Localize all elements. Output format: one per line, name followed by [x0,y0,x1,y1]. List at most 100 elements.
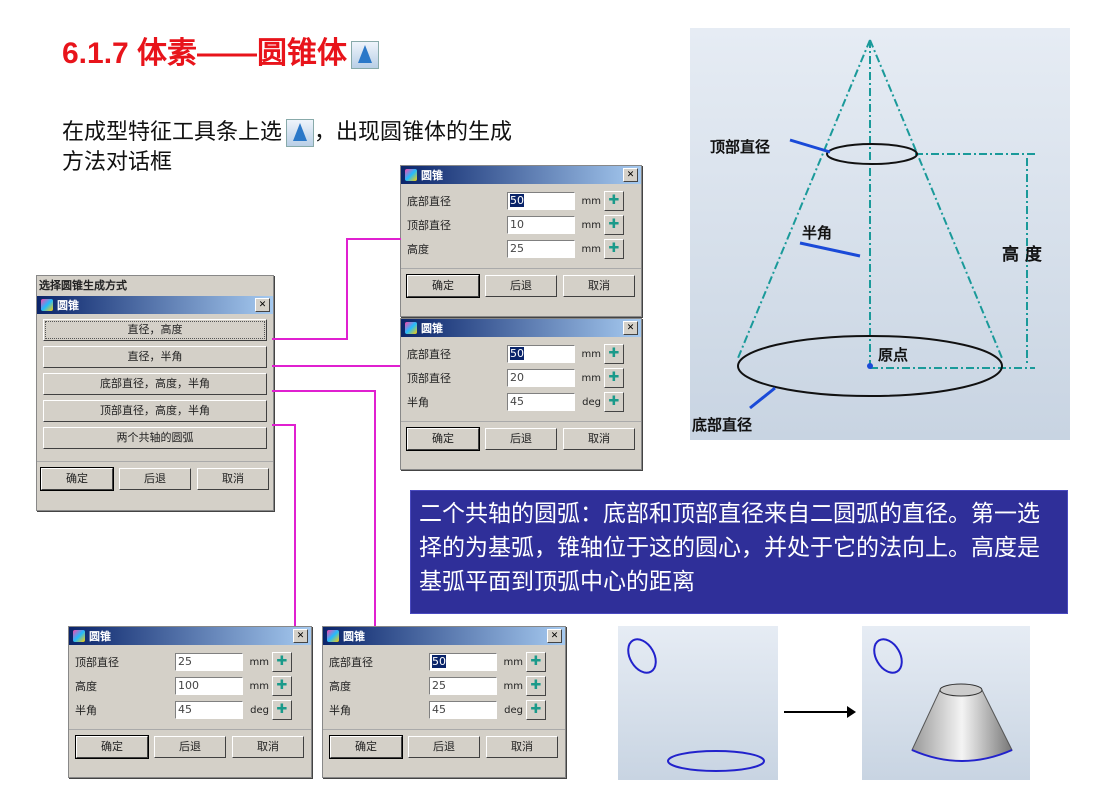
expression-icon[interactable]: ✚ [272,700,292,720]
slide-title: 6.1.7 体素——圆锥体 [62,28,380,72]
app-icon [405,322,417,334]
ok-button[interactable]: 确定 [329,735,403,759]
param-value: 25 [178,655,192,668]
intro-text: 在成型特征工具条上选，出现圆锥体的生成方法对话框 [62,118,532,178]
param-unit: mm [581,348,601,360]
param-unit: mm [503,680,523,692]
close-icon[interactable]: ✕ [293,629,308,643]
option-top-height-angle[interactable]: 顶部直径，高度，半角 [43,400,267,422]
param-value: 45 [178,703,192,716]
param-label: 半角 [75,704,97,717]
close-icon[interactable]: ✕ [623,321,638,335]
option-base-height-angle[interactable]: 底部直径，高度，半角 [43,373,267,395]
param-input[interactable]: 10 [507,216,575,234]
option-diameter-halfangle[interactable]: 直径，半角 [43,346,267,368]
expression-icon[interactable]: ✚ [604,239,624,259]
dialog-title: 圆锥 [57,299,79,312]
param-unit: mm [249,656,269,668]
ok-button[interactable]: 确定 [406,427,480,451]
dialog-title: 圆锥 [343,630,365,643]
param-row: 半角 45 deg✚ [69,699,311,721]
title-bar: 圆锥 ✕ [401,319,641,337]
close-icon[interactable]: ✕ [255,298,270,312]
app-icon [41,299,53,311]
expression-icon[interactable]: ✚ [604,392,624,412]
arrow-icon [784,706,856,718]
expression-icon[interactable]: ✚ [272,652,292,672]
app-icon [73,630,85,642]
back-button[interactable]: 后退 [485,275,557,297]
param-unit: mm [503,656,523,668]
param-input[interactable]: 50 [507,192,575,210]
param-value: 45 [510,395,524,408]
expression-icon[interactable]: ✚ [526,652,546,672]
expression-icon[interactable]: ✚ [604,344,624,364]
expression-icon[interactable]: ✚ [526,676,546,696]
param-input[interactable]: 25 [507,240,575,258]
dialog-title: 圆锥 [421,322,443,335]
connector [272,424,296,426]
title-bar: 圆锥 ✕ [37,296,273,314]
note-box: 二个共轴的圆弧：底部和顶部直径来自二圆弧的直径。第一选择的为基弧，锥轴位于这的圆… [410,490,1068,614]
method-dialog: 选择圆锥生成方式 圆锥✕ 直径，高度 直径，半角 底部直径，高度，半角 顶部直径… [36,275,274,511]
expression-icon[interactable]: ✚ [604,215,624,235]
expression-icon[interactable]: ✚ [604,368,624,388]
back-button[interactable]: 后退 [119,468,191,490]
param-input[interactable]: 25 [175,653,243,671]
app-icon [327,630,339,642]
connector [346,238,348,340]
param-input[interactable]: 45 [175,701,243,719]
connector [294,424,296,626]
cone-diagram: 顶部直径 半角 高 度 原点 底部直径 [690,28,1070,440]
ok-button[interactable]: 确定 [40,467,114,491]
cancel-button[interactable]: 取消 [563,428,635,450]
back-button[interactable]: 后退 [408,736,480,758]
param-value: 50 [432,655,446,668]
expression-icon[interactable]: ✚ [604,191,624,211]
param-unit: mm [249,680,269,692]
close-icon[interactable]: ✕ [623,168,638,182]
param-label: 半角 [407,396,429,409]
intro-before: 在成型特征工具条上选 [62,120,283,145]
cone-result-drawing [873,638,1013,762]
ok-button[interactable]: 确定 [75,735,149,759]
param-input[interactable]: 20 [507,369,575,387]
title-bar: 圆锥✕ [69,627,311,645]
expression-icon[interactable]: ✚ [526,700,546,720]
connector [272,338,348,340]
back-button[interactable]: 后退 [485,428,557,450]
cancel-button[interactable]: 取消 [197,468,269,490]
label-base-diameter: 底部直径 [692,416,753,434]
cone-icon [286,119,315,147]
ok-button[interactable]: 确定 [406,274,480,298]
param-input[interactable]: 25 [429,677,497,695]
cancel-button[interactable]: 取消 [563,275,635,297]
param-unit: deg [250,704,269,716]
intro-after: ，出现圆锥体的生成方法对话框 [62,120,513,175]
dialog-title: 圆锥 [421,169,443,182]
param-input[interactable]: 45 [429,701,497,719]
param-input[interactable]: 50 [429,653,497,671]
param-value: 20 [510,371,524,384]
close-icon[interactable]: ✕ [547,629,562,643]
param-input[interactable]: 100 [175,677,243,695]
param-row: 高度 100 mm✚ [69,675,311,697]
option-diameter-height[interactable]: 直径，高度 [43,319,267,341]
back-button[interactable]: 后退 [154,736,226,758]
cancel-button[interactable]: 取消 [486,736,558,758]
param-input[interactable]: 45 [507,393,575,411]
param-label: 高度 [75,680,97,693]
option-two-coaxial-arcs[interactable]: 两个共轴的圆弧 [43,427,267,449]
param-value: 25 [510,242,524,255]
cancel-button[interactable]: 取消 [232,736,304,758]
title-bar: 圆锥 ✕ [401,166,641,184]
expression-icon[interactable]: ✚ [272,676,292,696]
param-input[interactable]: 50 [507,345,575,363]
param-unit: deg [582,396,601,408]
param-unit: mm [581,219,601,231]
